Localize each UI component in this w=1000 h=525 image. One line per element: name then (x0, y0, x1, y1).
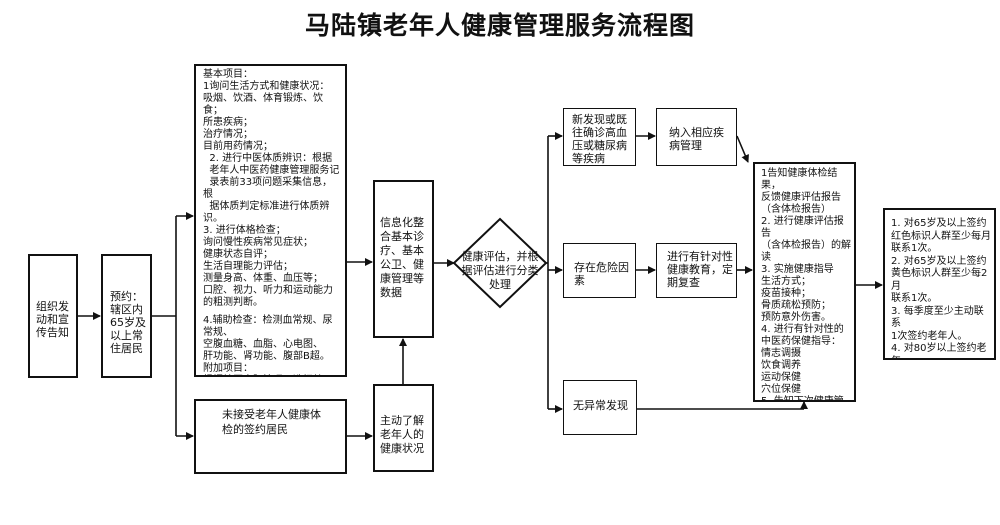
assessment-diamond (452, 217, 548, 309)
followup-line: 黄色标识人群至少每2月 (891, 268, 988, 292)
feedback-line: （含体检报告） (761, 204, 831, 215)
exam-items-line: 测量身高、体重、血压等； (203, 273, 323, 284)
exam-items-line: 附加项目： (203, 363, 253, 374)
feedback-line: 2. 进行健康评估报告 (761, 216, 844, 239)
info-integration-label: 信息化整合基本诊疗、基本公卫、健康管理等数据 (380, 216, 424, 299)
publicity-box: 组织发动和宣传告知 (28, 254, 78, 378)
feedback-line: 骨质疏松预防； (761, 300, 831, 311)
exam-items-line: 口腔、视力、听力和运动能力 (203, 285, 333, 296)
disease-mgmt-label: 纳入相应疾病管理 (669, 126, 724, 152)
feedback-line: 运动保健 (761, 372, 801, 383)
new-disease-label: 新发现或既往确诊高血压或糖尿病等疾病 (572, 113, 627, 165)
exam-items-line: 的粗测判断。 (203, 297, 263, 308)
appointment-label: 预约：辖区内65岁及以上常住居民 (110, 290, 146, 355)
education-box: 进行有针对性健康教育，定期复查 (656, 243, 737, 298)
exam-items-line: 3. 进行体格检查； (203, 225, 286, 236)
appointment-box: 预约：辖区内65岁及以上常住居民 (101, 254, 152, 378)
exam-items-line: 吸烟、饮酒、体育锻炼、饮 (203, 93, 323, 104)
exam-items-line: 所患疾病； (203, 117, 253, 128)
exam-items-line: 4.辅助检查：检测血常规、尿常规、 (203, 315, 333, 338)
exam-items-line: 2. 进行中医体质辨识：根据 (203, 153, 333, 164)
feedback-line: 饮食调养 (761, 360, 801, 371)
feedback-box: 1告知健康体检结果，反馈健康评估报告（含体检报告）2. 进行健康评估报告（含体检… (753, 162, 856, 402)
exam-items-line: 空腹血糖、血脂、心电图、 (203, 339, 323, 350)
feedback-line: 读 (761, 252, 771, 263)
followup-box: 1. 对65岁及以上签约红色标识人群至少每月联系1次。2. 对65岁及以上签约黄… (883, 208, 996, 360)
active-understanding-box: 主动了解老年人的健康状况 (373, 384, 434, 472)
followup-line: 4. 对80岁以上签约老年 (891, 343, 987, 358)
exam-items-line: 1询问生活方式和健康状况： (203, 81, 330, 92)
feedback-line: 穴位保健 (761, 384, 801, 395)
followup-line: 联系1次。 (891, 293, 938, 304)
exam-items-line: 肝功能、肾功能、腹部B超。 (203, 351, 330, 362)
disease-mgmt-box: 纳入相应疾病管理 (656, 108, 737, 166)
education-label: 进行有针对性健康教育，定期复查 (667, 250, 733, 289)
followup-line: 2. 对65岁及以上签约 (891, 255, 987, 267)
followup-line: 1次签约老年人。 (891, 330, 968, 342)
exam-items-line: 目前用药情况； (203, 141, 273, 152)
new-disease-box: 新发现或既往确诊高血压或糖尿病等疾病 (563, 108, 636, 166)
active-understanding-label: 主动了解老年人的健康状况 (380, 414, 424, 455)
risk-factors-box: 存在危险因素 (563, 243, 636, 298)
feedback-line: 疫苗接种； (761, 288, 811, 299)
page-title: 马陆镇老年人健康管理服务流程图 (304, 11, 695, 40)
non-signed-box: 未接受老年人健康体检的签约居民 (194, 399, 347, 474)
feedback-line: 反馈健康评估报告 (761, 192, 841, 203)
feedback-line: 5. 告知下次健康管理 (761, 396, 844, 402)
exam-items-line: 健康状态自评； (203, 249, 273, 260)
exam-items-line: 老年人中医药健康管理服务记 (203, 165, 340, 176)
followup-line: 联系1次。 (891, 243, 938, 254)
assessment-label: 健康评估，并根据评估进行分类处理 (461, 250, 539, 291)
feedback-line: 生活方式； (761, 276, 811, 287)
followup-line: 红色标识人群至少每月 (891, 230, 991, 242)
feedback-line: 中医药保健指导： (761, 336, 841, 347)
feedback-line: 4. 进行有针对性的 (761, 324, 844, 335)
info-integration-box: 信息化整合基本诊疗、基本公卫、健康管理等数据 (373, 180, 434, 338)
exam-items-line: 根据辖区实际情况，选择纳 (203, 375, 341, 377)
feedback-line: 预防意外伤害。 (761, 312, 831, 323)
non-signed-label: 未接受老年人健康体检的签约居民 (222, 408, 321, 436)
feedback-line: （含体检报告）的解 (761, 240, 851, 251)
risk-factors-label: 存在危险因素 (574, 261, 629, 287)
exam-items-line: 录表前33项问题采集信息，根 (203, 177, 333, 200)
arrow-mgmt-to-feedback (736, 135, 749, 163)
no-abnormal-box: 无异常发现 (563, 380, 637, 435)
followup-line: 1. 对65岁及以上签约 (891, 218, 987, 229)
followup-line: 3. 每季度至少主动联系 (891, 305, 984, 330)
exam-items-line: 据体质判定标准进行体质辨识。 (203, 201, 330, 224)
exam-items-line: 基本项目： (203, 69, 253, 80)
feedback-line: 1告知健康体检结果， (761, 168, 838, 191)
exam-items-line: 生活自理能力评估； (203, 261, 293, 272)
publicity-label: 组织发动和宣传告知 (36, 300, 69, 339)
exam-items-box: 基本项目：1询问生活方式和健康状况：吸烟、饮酒、体育锻炼、饮食；所患疾病；治疗情… (194, 64, 347, 377)
exam-items-line: 食； (203, 105, 223, 116)
feedback-line: 3. 实施健康指导 (761, 264, 834, 275)
exam-items-line: 治疗情况； (203, 129, 253, 140)
feedback-line: 情志调摄 (761, 348, 801, 359)
exam-items-line: 询问慢性疾病常见症状； (203, 237, 313, 248)
no-abnormal-label: 无异常发现 (573, 399, 628, 412)
